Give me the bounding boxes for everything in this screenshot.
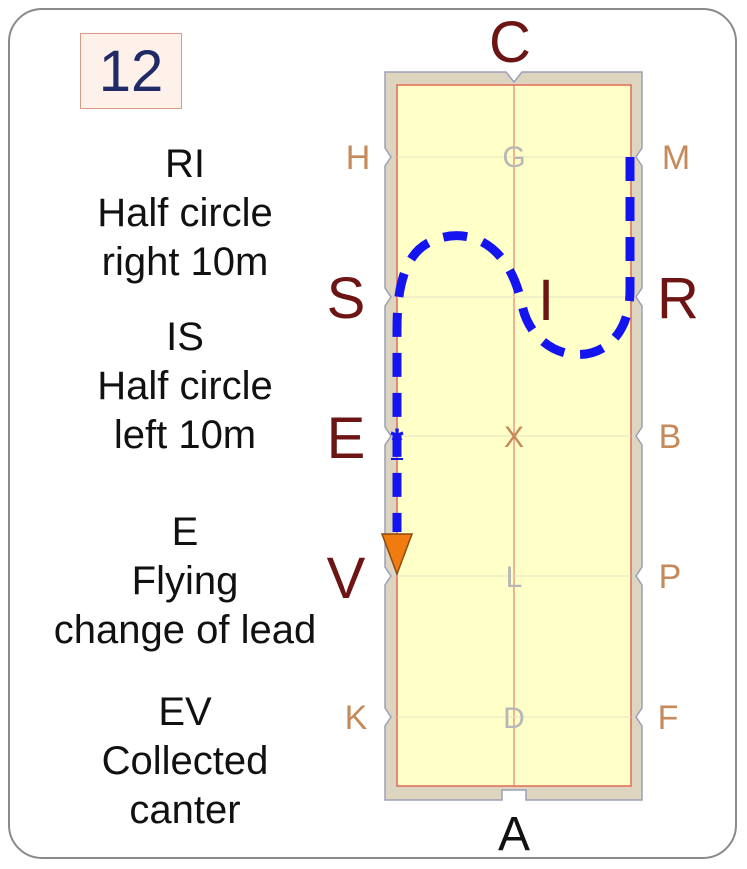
letter-f: F	[658, 699, 679, 737]
letter-l: L	[506, 561, 523, 594]
movement-1-line-3: right 10m	[101, 239, 269, 284]
movement-4-line-3: canter	[129, 787, 241, 832]
transition-marker: *	[390, 422, 404, 460]
letter-x: X	[504, 421, 524, 454]
test-number-box: 12	[80, 33, 182, 109]
letter-k: K	[345, 699, 368, 737]
riding-path	[392, 157, 635, 532]
movement-3: E Flying change of lead	[10, 508, 360, 654]
letter-s: S	[327, 266, 366, 331]
movement-4-letters: EV	[158, 690, 212, 734]
test-number: 12	[98, 38, 164, 104]
movement-3-letters: E	[171, 510, 199, 554]
letter-i: I	[538, 268, 554, 333]
movement-2-line-3: left 10m	[113, 412, 257, 457]
movement-4-line-2: Collected	[101, 738, 269, 783]
movement-1-line-2: Half circle	[97, 190, 273, 235]
movement-2: IS Half circle left 10m	[10, 313, 360, 459]
movement-1: RI Half circle right 10m	[10, 140, 360, 286]
letter-d: D	[503, 702, 525, 735]
letter-h: H	[346, 139, 371, 177]
letter-c: C	[489, 10, 531, 75]
letter-p: P	[659, 558, 682, 596]
letter-r: R	[657, 266, 699, 331]
letter-a: A	[498, 808, 530, 861]
movement-1-letters: RI	[165, 142, 205, 186]
letter-v: V	[327, 546, 366, 611]
movement-3-line-3: change of lead	[53, 607, 317, 652]
end-arrow-marker	[380, 533, 414, 577]
letter-m: M	[662, 139, 690, 177]
letter-b: B	[659, 418, 682, 456]
movement-4: EV Collected canter	[10, 688, 360, 834]
movement-2-line-2: Half circle	[97, 363, 273, 408]
letter-g: G	[502, 141, 525, 174]
letter-e: E	[327, 406, 366, 471]
movement-3-line-2: Flying	[131, 558, 239, 603]
movement-2-letters: IS	[166, 315, 204, 359]
